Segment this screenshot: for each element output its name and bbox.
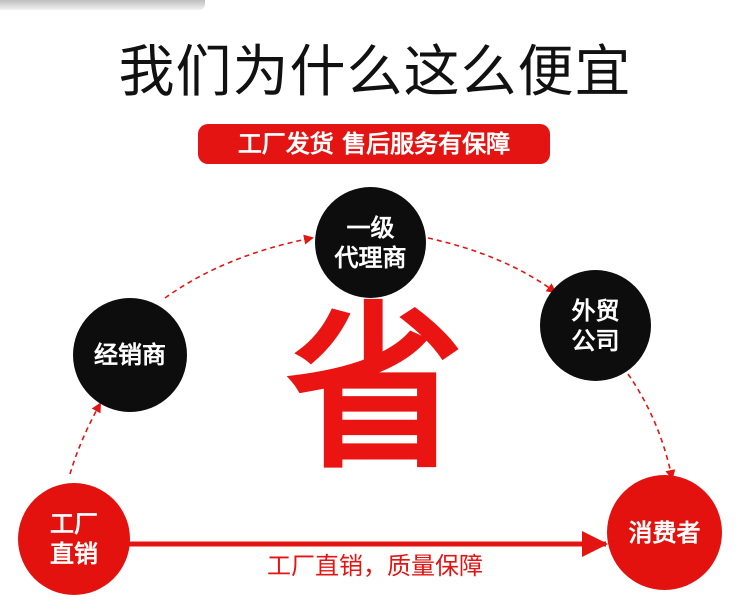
bottom-caption: 工厂直销，质量保障 [267, 552, 483, 580]
arrow-agent-to-trade [427, 237, 557, 294]
top-shade-decoration [0, 0, 205, 10]
arrow-dealer-to-agent [164, 234, 314, 299]
node-factory-direct: 工厂 直销 [18, 483, 130, 595]
save-character: 省 [286, 286, 464, 493]
node-foreign-trade-company: 外贸 公司 [540, 270, 651, 381]
page-title: 我们为什么这么便宜 [118, 40, 632, 105]
guarantee-banner: 工厂发货 售后服务有保障 [198, 124, 550, 164]
node-primary-agent: 一级 代理商 [315, 187, 426, 298]
arrow-factory-to-dealer [69, 402, 101, 475]
node-consumer: 消费者 [607, 475, 722, 590]
arrow-trade-to-consumer [627, 373, 676, 480]
node-dealer: 经销商 [73, 298, 187, 412]
